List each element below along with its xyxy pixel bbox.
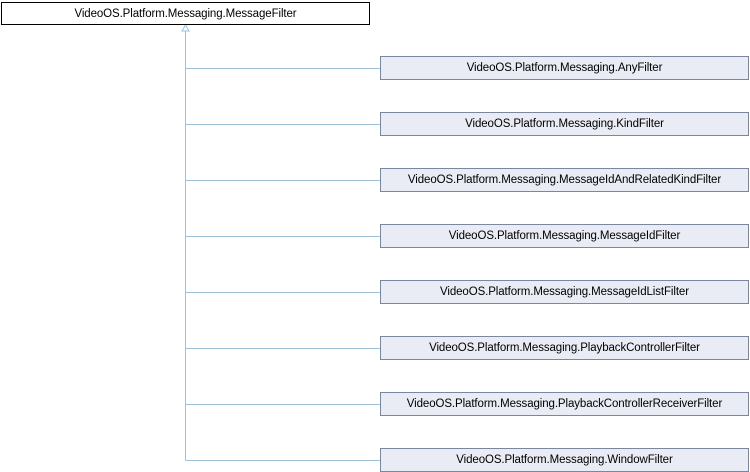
derived-class-node-playback-controller-filter[interactable]: VideoOS.Platform.Messaging.PlaybackContr… <box>380 336 749 360</box>
derived-class-node-window-filter[interactable]: VideoOS.Platform.Messaging.WindowFilter <box>380 448 749 472</box>
derived-class-node-message-id-and-related-kind-filter[interactable]: VideoOS.Platform.Messaging.MessageIdAndR… <box>380 168 749 192</box>
derived-class-node-kind-filter[interactable]: VideoOS.Platform.Messaging.KindFilter <box>380 112 749 136</box>
derived-class-node-playback-controller-receiver-filter[interactable]: VideoOS.Platform.Messaging.PlaybackContr… <box>380 392 749 416</box>
derived-class-node-message-id-list-filter[interactable]: VideoOS.Platform.Messaging.MessageIdList… <box>380 280 749 304</box>
base-class-node[interactable]: VideoOS.Platform.Messaging.MessageFilter <box>1 2 370 25</box>
derived-class-node-message-id-filter[interactable]: VideoOS.Platform.Messaging.MessageIdFilt… <box>380 224 749 248</box>
derived-class-node-any-filter[interactable]: VideoOS.Platform.Messaging.AnyFilter <box>380 56 749 80</box>
inheritance-arrowhead-icon <box>181 24 190 32</box>
